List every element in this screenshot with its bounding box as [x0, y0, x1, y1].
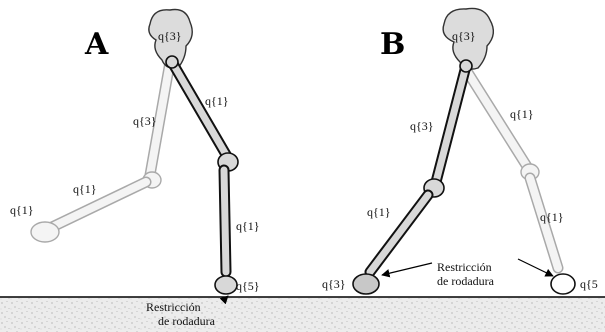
- ground: [0, 297, 605, 332]
- constraint-arrow-b-right: [518, 259, 553, 276]
- constraint-label-b-line2: de rodadura: [437, 274, 495, 288]
- constraint-label-a-line1: Restricción: [146, 300, 201, 314]
- label-pelvis-b: q{3}: [452, 29, 476, 43]
- label-front-thigh-b: q{3}: [410, 119, 434, 133]
- label-swing-shank-a: q{1}: [73, 182, 97, 196]
- panel-letter-a: A: [84, 27, 109, 62]
- back-foot-b: [551, 274, 575, 294]
- panel-b: B q{3} q{3} q{1} q{1} q{1} q{3}: [322, 8, 598, 294]
- stance-foot-a: [215, 276, 237, 294]
- label-stance-thigh-a: q{1}: [205, 94, 229, 108]
- front-foot-b: [353, 274, 379, 294]
- swing-leg-a: [31, 62, 170, 242]
- panel-letter-b: B: [380, 27, 405, 62]
- label-swing-foot-a: q{1}: [10, 203, 34, 217]
- label-swing-thigh-a: q{3}: [133, 114, 157, 128]
- label-back-shank-b: q{1}: [540, 210, 564, 224]
- stance-leg-a: [166, 56, 238, 294]
- panel-a: A q{3} q{1} q{3} q{1} q{1} q{1}: [10, 10, 260, 329]
- front-leg-b: [353, 60, 472, 294]
- swing-foot-a: [31, 222, 59, 242]
- label-pelvis-a: q{3}: [158, 29, 182, 43]
- constraint-arrow-b-left: [382, 263, 432, 275]
- label-back-foot-b: q{5: [580, 277, 598, 291]
- label-front-shank-b: q{1}: [367, 205, 391, 219]
- label-stance-shank-a: q{1}: [236, 219, 260, 233]
- label-back-thigh-b: q{1}: [510, 107, 534, 121]
- label-stance-foot-a: q{5}: [236, 279, 260, 293]
- constraint-label-a-line2: de rodadura: [158, 314, 216, 328]
- constraint-label-b-line1: Restricción: [437, 260, 492, 274]
- label-front-foot-b: q{3}: [322, 277, 346, 291]
